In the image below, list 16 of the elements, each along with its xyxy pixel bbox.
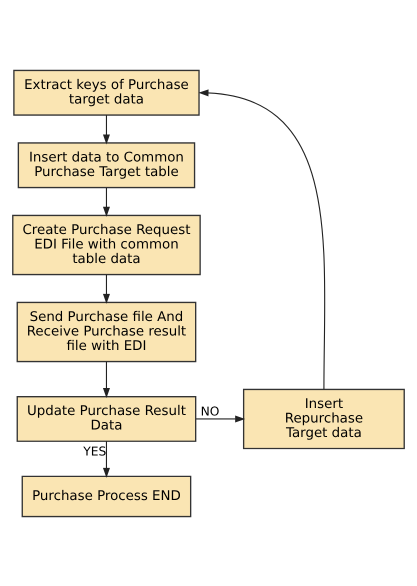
node-box: Update Purchase Result Data xyxy=(16,395,196,442)
node-box: Extract keys of Purchase target data xyxy=(13,69,200,116)
node-box: Create Purchase Request EDI File with common table data xyxy=(12,214,201,275)
arrow xyxy=(196,414,246,422)
arrow xyxy=(102,361,110,398)
node-box: Insert Repurchase Target data xyxy=(242,388,405,449)
arrow xyxy=(102,440,110,478)
arrow xyxy=(198,88,326,389)
node-box: Purchase Process END xyxy=(22,475,192,517)
arrow xyxy=(102,187,110,216)
node-box: Insert data to Common Purchase Target table xyxy=(18,142,196,188)
edge-label: YES xyxy=(83,444,106,458)
edge-label: NO xyxy=(200,404,220,418)
arrow xyxy=(102,274,110,304)
node-box: Send Purchase file And Receive Purchase result file with EDI xyxy=(16,301,196,362)
arrow xyxy=(102,114,110,144)
